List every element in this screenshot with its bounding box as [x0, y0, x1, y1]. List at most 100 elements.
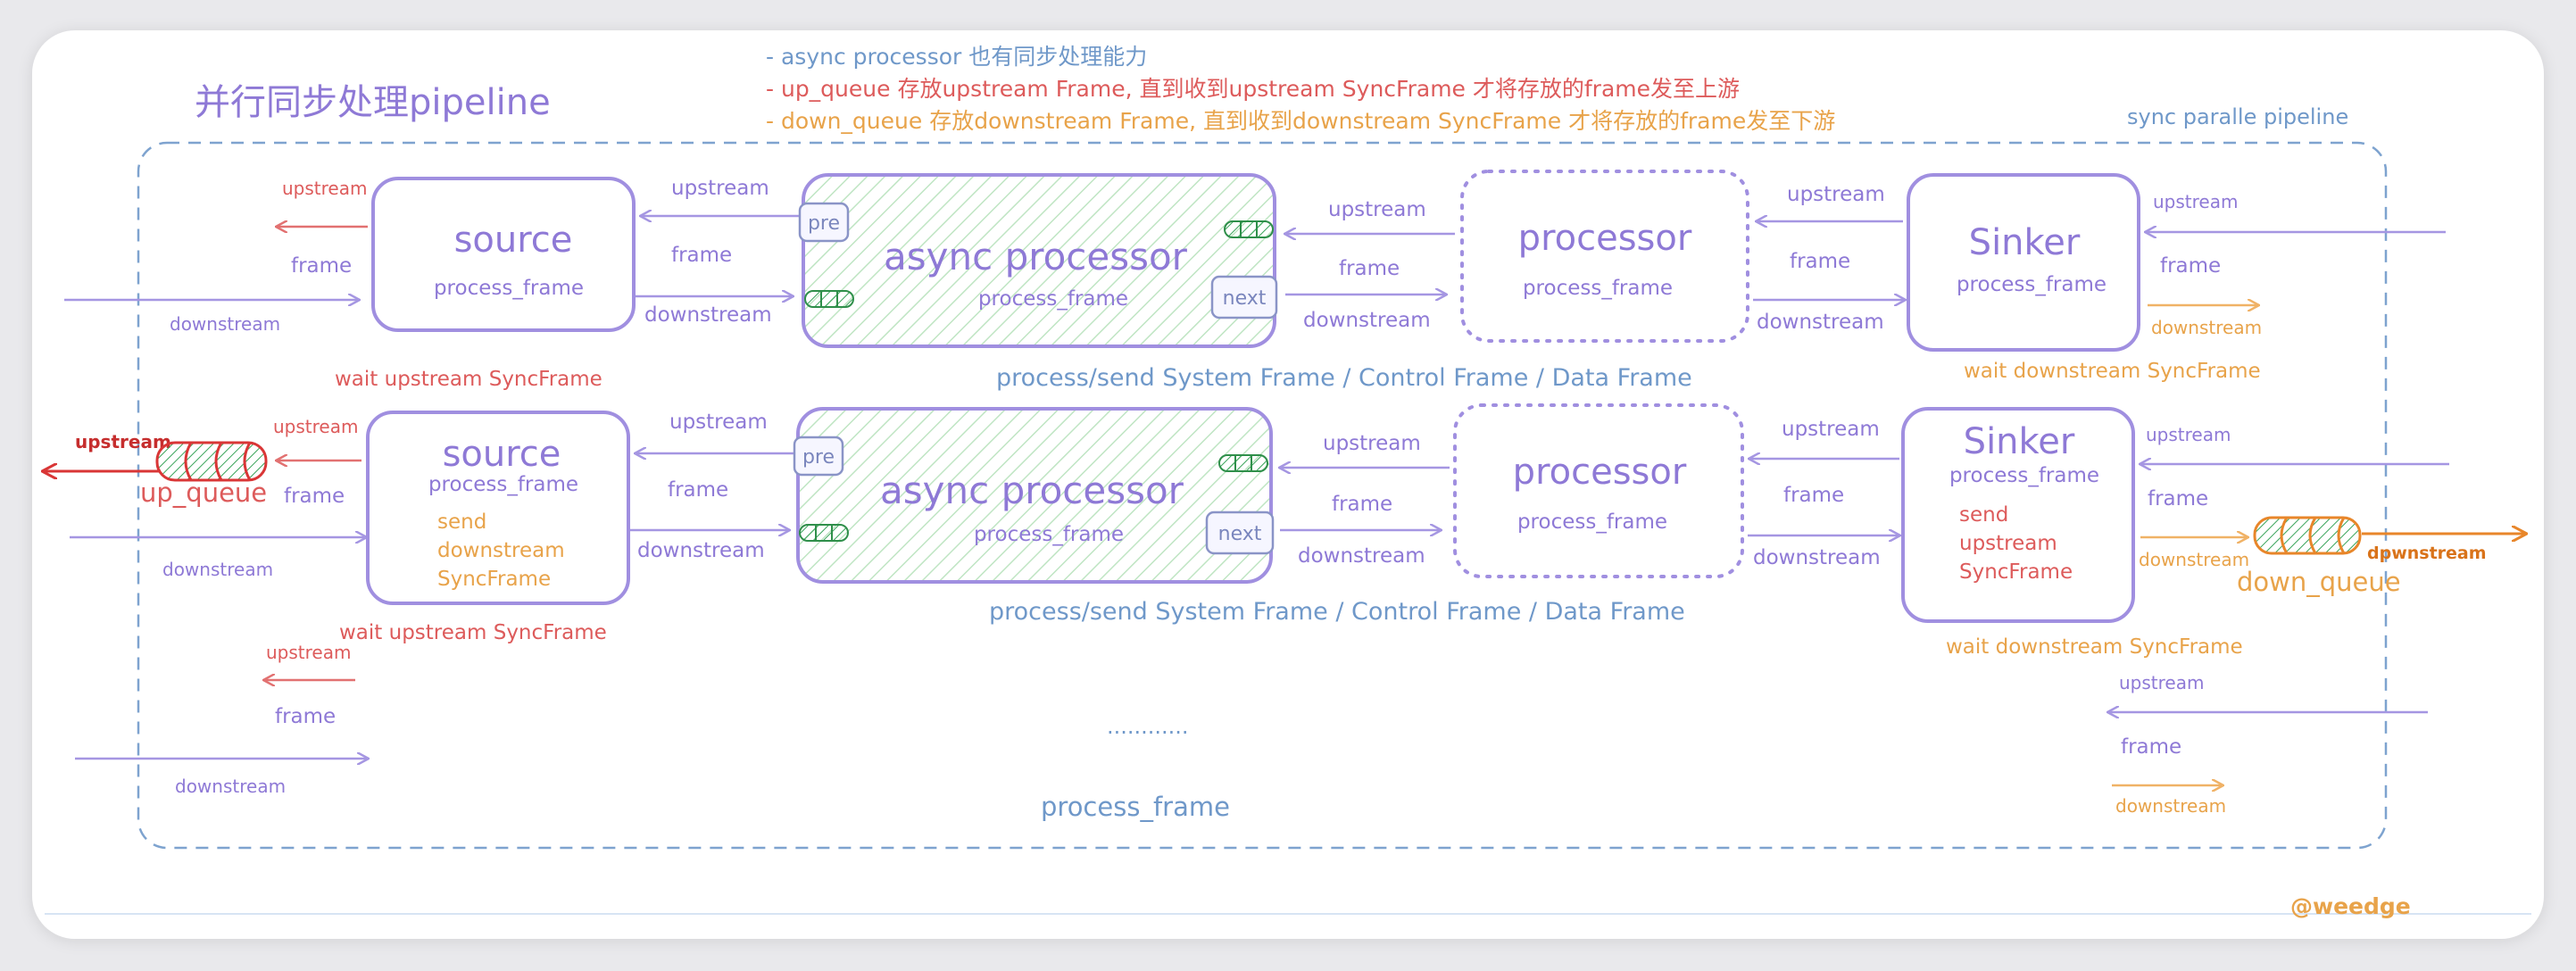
up-queue-label: up_queue: [140, 477, 267, 508]
r2-src-frame-label: frame: [668, 478, 728, 502]
r1-left-upstream-label: upstream: [282, 178, 367, 199]
r3-right-frame-label: frame: [2121, 735, 2181, 759]
r3-process-frame: process_frame: [1041, 792, 1230, 822]
r1-right-upstream-label: upstream: [2153, 191, 2238, 212]
r2-process-send: process/send System Frame / Control Fram…: [989, 598, 1685, 626]
r1-processor-box: [1460, 170, 1749, 343]
r2-right-upstream-label: upstream: [2146, 424, 2231, 445]
r1-async-process: process_frame: [978, 287, 1128, 311]
r2-upqueue-upstream-label: upstream: [75, 431, 171, 452]
ellipsis: ............: [1107, 714, 1189, 739]
r2-source-send-2: downstream: [437, 539, 565, 562]
down-queue-label: down_queue: [2237, 567, 2401, 597]
r1-proc-frame-label: frame: [1790, 250, 1850, 273]
r2-sinker-box: [1901, 407, 2135, 623]
r1-pre-label: pre: [808, 212, 840, 235]
r3-right-downstream-label: downstream: [2115, 795, 2226, 817]
r1-left-frame-label: frame: [291, 254, 352, 278]
r2-processor-box: [1453, 403, 1744, 578]
r1-source-title: source: [454, 220, 573, 261]
r2-right-frame-label: frame: [2148, 487, 2208, 510]
r1-async-upstream-label: upstream: [1328, 198, 1426, 221]
r2-left-downstream-label: downstream: [162, 559, 273, 580]
r2-pre-label: pre: [802, 446, 835, 469]
note-1: - async processor 也有同步处理能力: [766, 44, 1147, 70]
r1-next-box: [1210, 275, 1278, 320]
r1-processor-process: process_frame: [1523, 277, 1673, 300]
r2-pre-box: [793, 436, 844, 477]
note-3: - down_queue 存放downstream Frame, 直到收到dow…: [766, 108, 1835, 134]
r1-left-downstream-label: downstream: [170, 313, 280, 335]
r2-async-queue-in: [799, 524, 849, 542]
canvas-card: [32, 30, 2544, 939]
r1-async-processor-box: [802, 173, 1276, 348]
r1-next-label: next: [1223, 287, 1267, 310]
r1-async-queue-in: [804, 290, 854, 308]
r1-wait-upstream: wait upstream SyncFrame: [335, 368, 602, 391]
author-credit: @weedge: [2290, 893, 2411, 919]
r2-sinker-send-1: send: [1959, 503, 2008, 527]
r2-source-send-1: send: [437, 510, 486, 534]
r1-right-frame-label: frame: [2160, 254, 2221, 278]
r1-async-frame-label: frame: [1339, 257, 1400, 280]
r2-src-upstream-label: upstream: [669, 411, 768, 434]
r1-pre-box: [798, 202, 850, 243]
r1-src-frame-label: frame: [671, 244, 732, 267]
r2-async-upstream-label: upstream: [1323, 432, 1421, 455]
r1-async-title: async processor: [884, 235, 1188, 278]
r2-source-title: source: [443, 434, 561, 475]
sync-pipeline-container: [137, 141, 2388, 850]
r1-source-box: [371, 177, 636, 332]
r3-left-frame-label: frame: [275, 705, 336, 728]
up-queue-cylinder: [155, 441, 268, 482]
r2-downqueue-downstream-label: dpwnstream: [2367, 544, 2487, 563]
r2-left-upstream-label: upstream: [273, 416, 358, 437]
r1-proc-upstream-label: upstream: [1787, 183, 1885, 206]
r3-right-upstream-label: upstream: [2119, 672, 2204, 693]
container-label: sync paralle pipeline: [2127, 104, 2348, 129]
r1-src-downstream-label: downstream: [644, 303, 772, 327]
r2-async-process: process_frame: [974, 523, 1124, 546]
r2-src-downstream-label: downstream: [637, 539, 765, 562]
r2-proc-downstream-label: downstream: [1753, 546, 1881, 569]
r2-next-label: next: [1218, 523, 1262, 545]
r2-async-frame-label: frame: [1332, 493, 1392, 516]
r2-async-queue-out: [1218, 454, 1268, 472]
r3-left-downstream-label: downstream: [175, 776, 286, 797]
r2-wait-downstream: wait downstream SyncFrame: [1946, 635, 2243, 659]
r1-processor-title: processor: [1518, 218, 1692, 259]
r2-source-send-3: SyncFrame: [437, 568, 551, 591]
r2-processor-title: processor: [1513, 452, 1687, 493]
r2-proc-upstream-label: upstream: [1782, 418, 1880, 441]
r1-process-send: process/send System Frame / Control Fram…: [996, 364, 1692, 392]
r1-sinker-process: process_frame: [1957, 273, 2107, 296]
r2-left-frame-label: frame: [284, 485, 345, 508]
r1-proc-downstream-label: downstream: [1757, 311, 1884, 334]
r2-async-downstream-label: downstream: [1298, 544, 1425, 568]
r1-async-downstream-label: downstream: [1303, 309, 1431, 332]
down-queue-cylinder: [2253, 516, 2362, 555]
r2-right-downstream-label: downstream: [2139, 549, 2249, 570]
r2-next-box: [1205, 510, 1275, 555]
r2-async-processor-box: [796, 407, 1273, 584]
r1-src-upstream-label: upstream: [671, 177, 769, 200]
r2-source-process: process_frame: [428, 473, 578, 496]
r2-sinker-process: process_frame: [1949, 464, 2099, 487]
r2-async-title: async processor: [880, 469, 1184, 512]
r2-sinker-send-2: upstream: [1959, 532, 2057, 555]
r2-sinker-send-3: SyncFrame: [1959, 560, 2073, 584]
r3-left-upstream-label: upstream: [266, 642, 351, 663]
r2-sinker-title: Sinker: [1964, 421, 2075, 462]
r2-processor-process: process_frame: [1517, 510, 1667, 534]
r1-wait-downstream: wait downstream SyncFrame: [1964, 360, 2261, 383]
page-title: 并行同步处理pipeline: [195, 82, 551, 123]
r1-sinker-title: Sinker: [1969, 222, 2081, 263]
r1-sinker-box: [1907, 173, 2140, 352]
r2-wait-upstream: wait upstream SyncFrame: [339, 621, 607, 644]
r2-source-box: [366, 411, 630, 605]
r1-source-process: process_frame: [434, 277, 584, 300]
r2-proc-frame-label: frame: [1783, 484, 1844, 507]
r1-async-queue-out: [1224, 220, 1274, 238]
r1-right-downstream-label: downstream: [2151, 317, 2262, 338]
